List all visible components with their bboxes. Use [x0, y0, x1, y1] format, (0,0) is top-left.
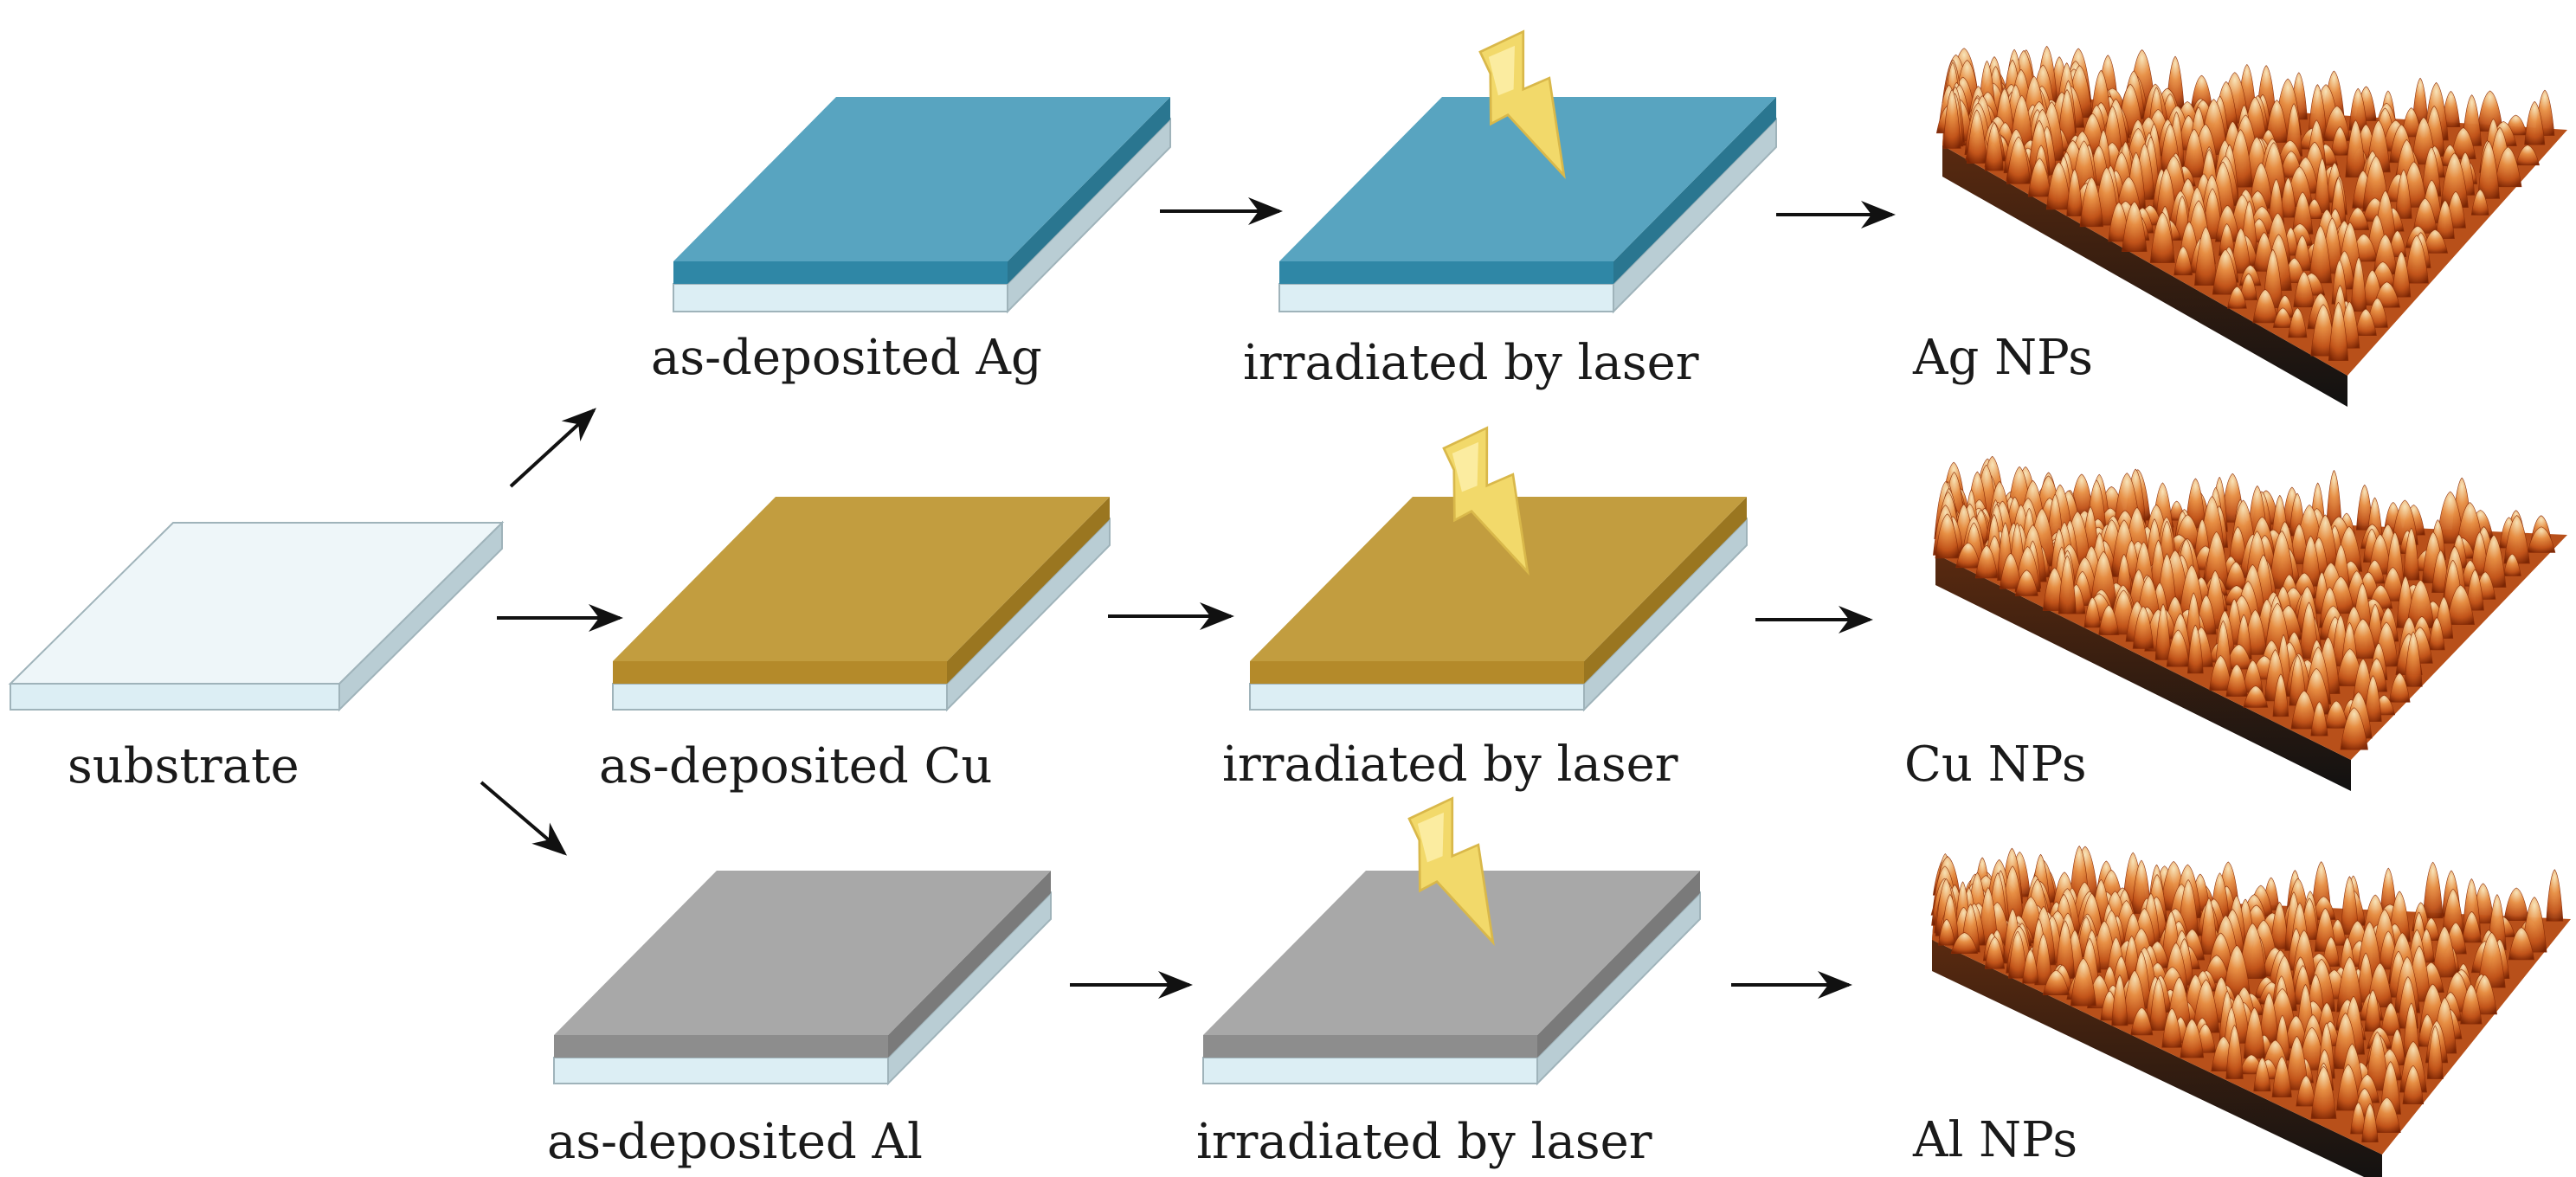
cu-laser-icon: [1442, 426, 1530, 576]
al-np-surface: [1930, 846, 2571, 1177]
cu-deposited-slab: [612, 497, 1111, 712]
ag-irradiated-slab: [1278, 97, 1777, 314]
al-deposited-label: as-deposited Al: [547, 1114, 923, 1170]
ag-deposited-label: as-deposited Ag: [651, 330, 1042, 386]
ag-deposited-slab: [673, 97, 1171, 314]
cu-np-surface: [1933, 455, 2567, 791]
al-nps-label: Al NPs: [1913, 1112, 2078, 1168]
ag-laser-icon: [1478, 29, 1566, 179]
substrate-label: substrate: [68, 738, 299, 794]
al-irradiated-label: irradiated by laser: [1196, 1114, 1652, 1170]
ag-irradiated-label: irradiated by laser: [1243, 335, 1699, 391]
cu-nps-label: Cu NPs: [1904, 736, 2087, 793]
al-deposited-slab: [553, 871, 1052, 1086]
ag-nps-label: Ag NPs: [1913, 330, 2094, 386]
cu-deposited-label: as-deposited Cu: [599, 738, 993, 794]
substrate-slab: [8, 520, 505, 712]
cu-irradiated-slab: [1249, 497, 1748, 712]
al-irradiated-slab: [1202, 871, 1701, 1086]
al-laser-icon: [1407, 796, 1495, 946]
arrow-substrate-to-al: [480, 781, 568, 856]
ag-np-surface: [1935, 45, 2567, 407]
arrow-substrate-to-ag: [509, 408, 596, 488]
cu-irradiated-label: irradiated by laser: [1222, 736, 1678, 793]
